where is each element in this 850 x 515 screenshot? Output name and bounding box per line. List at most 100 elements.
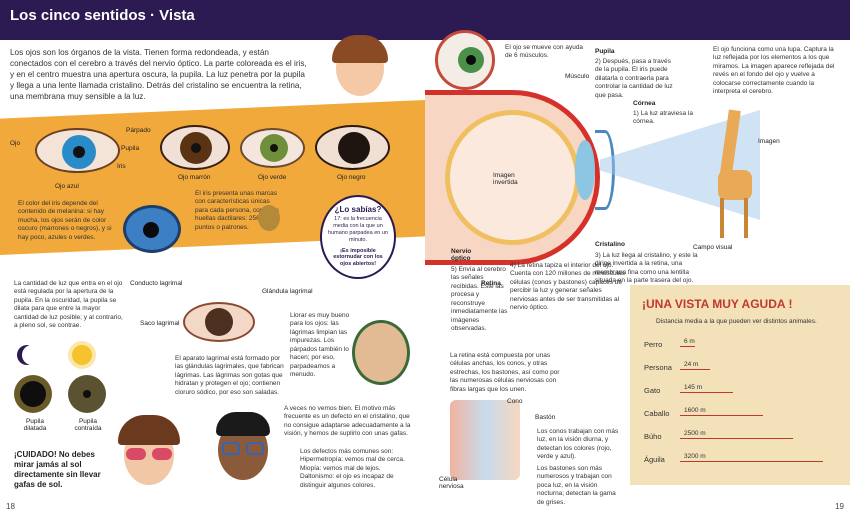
crying-text: Llorar es muy bueno para los ojos: las l… bbox=[290, 312, 350, 379]
label-baston: Bastón bbox=[535, 414, 556, 421]
contracted-pupil-eye bbox=[68, 375, 106, 413]
defects-list: Los defectos más comunes son: Hipermetro… bbox=[300, 448, 415, 490]
label-glandula: Glándula lagrimal bbox=[262, 288, 313, 295]
distance-line bbox=[680, 438, 793, 439]
label-ojo-negro: Ojo negro bbox=[337, 174, 366, 181]
black-eye bbox=[315, 125, 390, 170]
girl-sunglasses-illustration bbox=[118, 415, 180, 495]
animal-row: Búho 2500 m bbox=[630, 427, 850, 449]
defect-item: Daltonismo: el ojo es incapaz de disting… bbox=[300, 473, 394, 489]
bubble-text-1: 17: es la frecuencia media con la que un… bbox=[328, 216, 388, 243]
animal-distance: 1600 m bbox=[684, 407, 706, 414]
moon-icon bbox=[22, 345, 42, 365]
eye-muscle-illustration bbox=[435, 30, 495, 90]
label-cono: Cono bbox=[507, 398, 523, 405]
green-eye bbox=[240, 128, 305, 168]
label-campo-visual: Campo visual bbox=[693, 244, 733, 251]
animal-name: Persona bbox=[644, 363, 672, 372]
retina-cells-illustration bbox=[450, 400, 520, 480]
label-imagen-invertida: Imagen invertida bbox=[493, 172, 518, 186]
label-saco: Saco lagrimal bbox=[140, 320, 180, 327]
lupa-text: El ojo funciona como una lupa. Captura l… bbox=[713, 46, 835, 96]
right-page: El ojo se mueve con ayuda de 6 músculos.… bbox=[425, 0, 850, 515]
label-ojo-azul: Ojo azul bbox=[55, 183, 79, 190]
bastones-text: Los bastones son más numerosos y trabaja… bbox=[537, 465, 616, 506]
label-pupila: Pupila bbox=[121, 145, 140, 152]
animal-row: Persona 24 m bbox=[630, 358, 850, 380]
nervio-text: 5) Envía al cerebro las señales recibida… bbox=[451, 266, 508, 333]
conos-text: Los conos trabajan con más luz, en la vi… bbox=[537, 428, 619, 461]
page-number-left: 18 bbox=[6, 502, 15, 511]
retina-text: 4) La retina tapiza el interior del ojo.… bbox=[510, 262, 625, 312]
cristalino-text: 3) La luz llega al cristalino, y este la… bbox=[595, 252, 698, 285]
animal-vision-panel: ¡UNA VISTA MUY AGUDA ! Distancia media a… bbox=[630, 285, 850, 485]
label-nervio-title: Nervio óptico bbox=[451, 248, 472, 262]
bubble-text-2: ¡Es imposible estornudar con los ojos ab… bbox=[333, 247, 383, 268]
label-iris: Iris bbox=[117, 163, 126, 170]
animal-name: Águila bbox=[644, 455, 665, 464]
child-illustration bbox=[330, 35, 390, 100]
animal-row: Águila 3200 m bbox=[630, 450, 850, 472]
label-cornea-title: Córnea bbox=[633, 100, 656, 107]
right-banner bbox=[425, 0, 850, 40]
animal-distance: 2500 m bbox=[684, 430, 706, 437]
pupil-light-text: La cantidad de luz que entra en el ojo e… bbox=[14, 280, 123, 330]
label-conducto: Conducto lagrimal bbox=[130, 280, 183, 287]
animal-name: Búho bbox=[644, 432, 662, 441]
panel-title: ¡UNA VISTA MUY AGUDA ! bbox=[642, 297, 793, 311]
distance-line bbox=[680, 461, 823, 462]
label-celula-nerviosa: Célula nerviosa bbox=[439, 476, 464, 490]
iris-closeup bbox=[118, 195, 188, 255]
label-pupil-dilated: Pupila dilatada bbox=[23, 418, 47, 432]
page-number-right: 19 bbox=[835, 502, 844, 511]
distance-line bbox=[680, 346, 695, 347]
animal-name: Gato bbox=[644, 386, 661, 395]
boy-glasses-illustration bbox=[212, 408, 274, 488]
animal-distance: 3200 m bbox=[684, 453, 706, 460]
tear-apparatus bbox=[175, 290, 260, 350]
cornea-text: 1) La luz atraviesa la córnea. bbox=[633, 110, 693, 126]
label-pupila-title: Pupila bbox=[595, 48, 615, 55]
defects-intro: Los defectos más comunes son: bbox=[300, 448, 394, 455]
distance-line bbox=[680, 415, 763, 416]
distance-line bbox=[680, 392, 733, 393]
giraffe-illustration bbox=[710, 109, 755, 240]
bubble-title: ¿Lo sabías? bbox=[334, 205, 382, 214]
fingerprint-icon bbox=[258, 205, 280, 231]
eye-cross-section bbox=[425, 90, 600, 265]
crying-boy-illustration bbox=[352, 320, 410, 385]
label-ojo-verde: Ojo verde bbox=[258, 174, 287, 181]
retina-cells-text: La retina está compuesta por unas célula… bbox=[450, 352, 560, 393]
label-musculo: Músculo bbox=[565, 73, 590, 80]
animal-name: Caballo bbox=[644, 409, 670, 418]
page-title: Los cinco sentidos · Vista bbox=[10, 7, 195, 24]
label-ojo-marron: Ojo marrón bbox=[178, 174, 211, 181]
pupila-text: 2) Después, pasa a través de la pupila. … bbox=[595, 58, 673, 99]
animal-distance: 145 m bbox=[684, 384, 703, 391]
animal-distance: 24 m bbox=[684, 361, 699, 368]
did-you-know-bubble: ¿Lo sabías? 17: es la frecuencia media c… bbox=[320, 195, 396, 279]
label-cristalino-title: Cristalino bbox=[595, 241, 625, 248]
label-pupil-contracted: Pupila contraída bbox=[74, 418, 102, 432]
melanin-text: El color del iris depende del contenido … bbox=[18, 200, 112, 241]
label-ojo: Ojo bbox=[10, 140, 21, 147]
sun-warning: ¡CUIDADO! No debes mirar jamás al sol di… bbox=[14, 450, 101, 489]
label-retina: Retina bbox=[481, 280, 501, 287]
panel-subtitle: Distancia media a la que pueden ver dist… bbox=[656, 318, 817, 325]
label-imagen: Imagen bbox=[758, 138, 780, 145]
intro-text: Los ojos son los órganos de la vista. Ti… bbox=[10, 48, 307, 102]
vision-defect-text: A veces no vemos bien. El motivo más fre… bbox=[284, 405, 411, 438]
blue-eye bbox=[35, 128, 120, 173]
dilated-pupil-eye bbox=[14, 375, 52, 413]
tear-apparatus-text: El aparato lagrimal está formado por las… bbox=[175, 355, 284, 396]
iris-patterns-text: El iris presenta unas marcas con caracte… bbox=[195, 190, 279, 231]
distance-line bbox=[680, 369, 710, 370]
label-parpado: Párpado bbox=[126, 127, 151, 134]
defect-item: Miopía: vemos mal de lejos. bbox=[300, 464, 381, 472]
animal-row: Gato 145 m bbox=[630, 381, 850, 403]
lens bbox=[575, 140, 595, 200]
animal-name: Perro bbox=[644, 340, 663, 349]
brown-eye bbox=[160, 125, 230, 170]
left-page: Los cinco sentidos · Vista Los ojos son … bbox=[0, 0, 425, 511]
